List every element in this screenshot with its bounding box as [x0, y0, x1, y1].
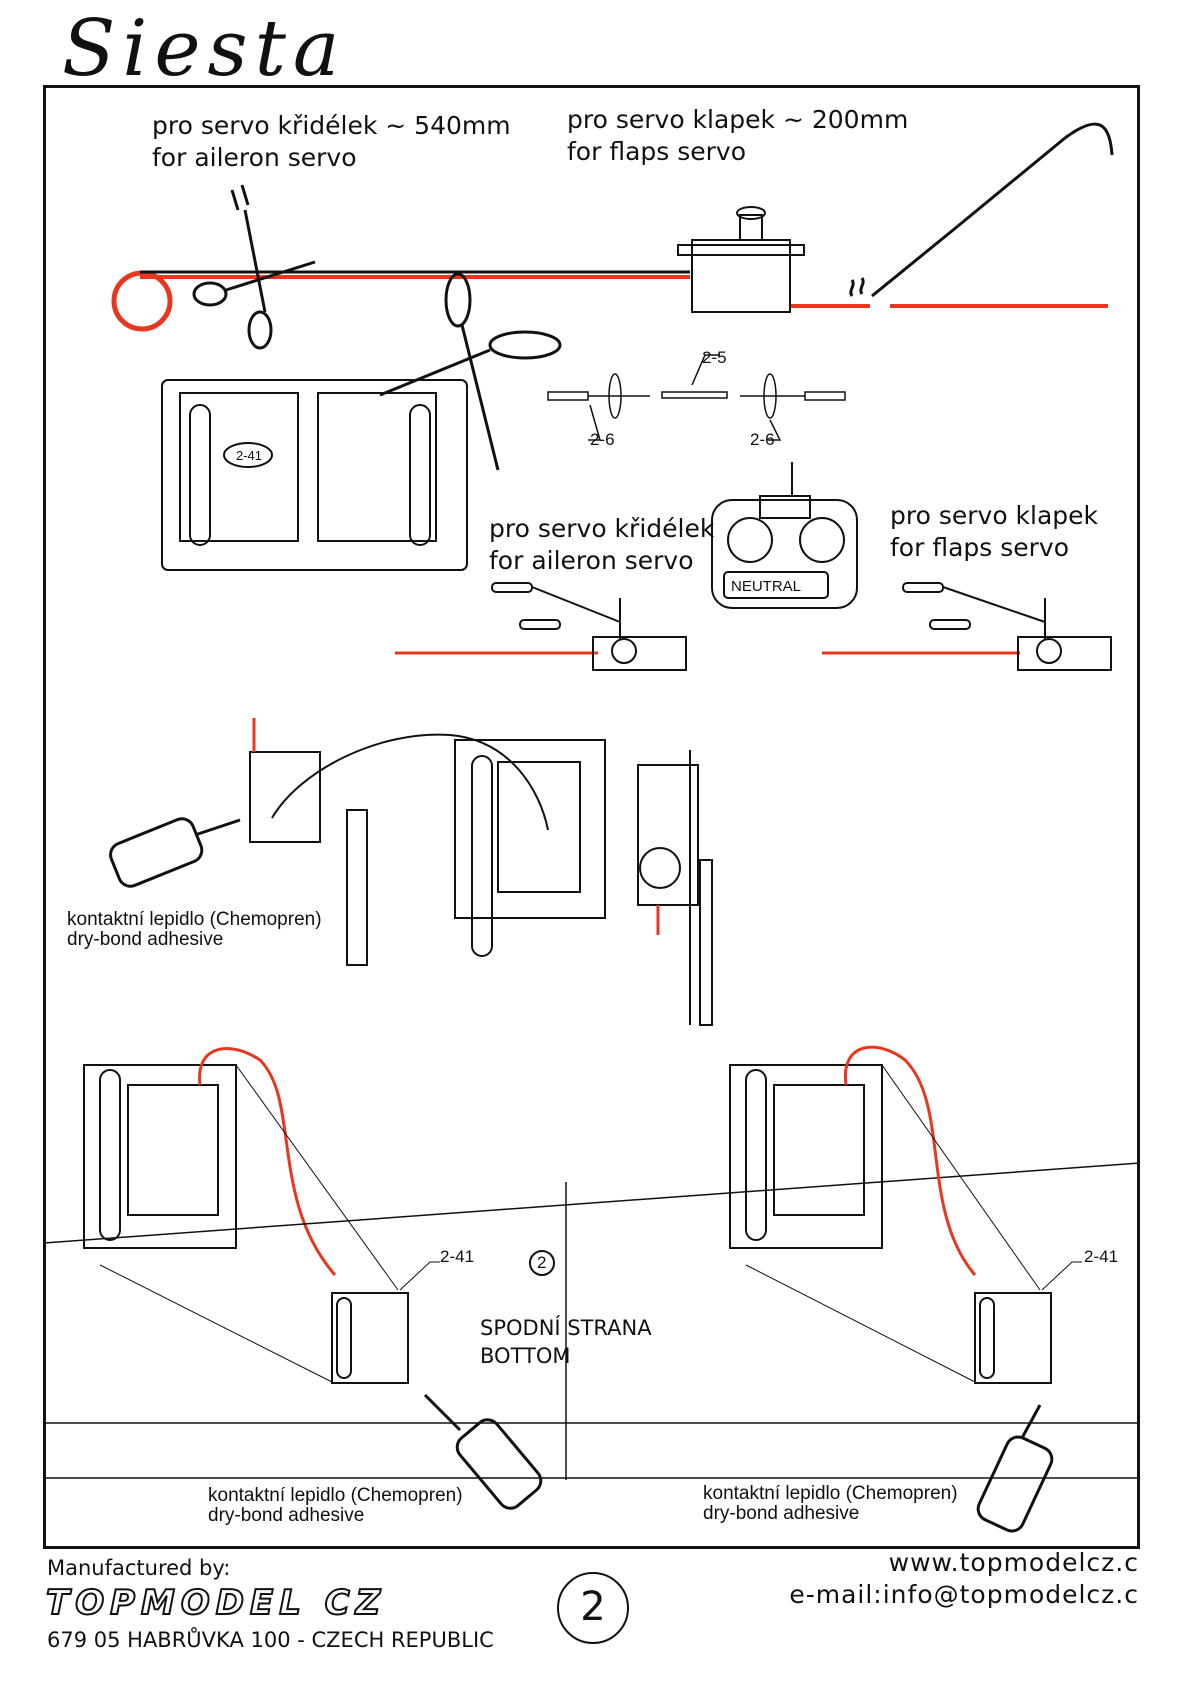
part-callout-clevis-right: 2-6 [750, 430, 775, 449]
servo-tray [161, 379, 468, 571]
servo-icon [677, 206, 805, 313]
glue-label-left-en: dry-bond adhesive [208, 1505, 365, 1526]
flaps-setup-label: pro servo klapek for flaps servo [890, 500, 1098, 564]
transmitter-neutral-label: NEUTRAL [731, 578, 802, 595]
glue-label-right: kontaktní lepidlo (Chemopren) dry-bond a… [703, 1484, 958, 1524]
aileron-cut-label-en: for aileron servo [152, 143, 357, 172]
part-label-cover: 2-41 [236, 448, 263, 463]
website-link[interactable]: www.topmodelcz.c [888, 1548, 1139, 1577]
page-title: Siesta [62, 4, 347, 94]
glue-label-top-en: dry-bond adhesive [67, 929, 224, 950]
bottom-side-label-cz: SPODNÍ STRANA [480, 1316, 652, 1340]
bottom-side-label-en: BOTTOM [480, 1344, 571, 1368]
part-callout-cover-right: 2-41 [1084, 1247, 1119, 1266]
page-number: 2 [557, 1572, 629, 1644]
glue-bottle-icon [109, 817, 241, 888]
aileron-setup-label-cz: pro servo křidélek [489, 514, 715, 543]
glue-label-right-en: dry-bond adhesive [703, 1503, 860, 1524]
glue-bottle-icon-right [976, 1404, 1054, 1533]
manufactured-by-label: Manufactured by: [47, 1556, 231, 1580]
glue-label-right-cz: kontaktní lepidlo (Chemopren) [703, 1483, 958, 1504]
instruction-frame [43, 85, 1140, 1549]
pushrod-assembly [547, 354, 846, 441]
aileron-servo-setup [395, 582, 687, 671]
aileron-cut-label: pro servo křidélek ~ 540mm for aileron s… [152, 110, 511, 174]
part-callout-clevis-left: 2-6 [590, 430, 615, 449]
glue-bottle-icon-left [423, 1393, 543, 1510]
scissors-icon [192, 184, 316, 350]
manufacturer-address: 679 05 HABRŮVKA 100 - CZECH REPUBLIC [47, 1628, 494, 1652]
email-link[interactable]: e-mail:info@topmodelcz.c [789, 1580, 1139, 1609]
topmodel-logo: TOPMODEL CZ [45, 1582, 387, 1624]
glue-label-top-cz: kontaktní lepidlo (Chemopren) [67, 909, 322, 930]
bottom-side-label: SPODNÍ STRANA BOTTOM [480, 1314, 652, 1370]
part-callout-cover-left: 2-41 [440, 1247, 475, 1266]
flaps-setup-label-en: for flaps servo [890, 533, 1070, 562]
wing-bottom-section [43, 1045, 1141, 1480]
scissors-large-icon [379, 272, 562, 471]
part-callout-pushrod: 2-5 [702, 348, 727, 367]
flaps-cut-label-cz: pro servo klapek ~ 200mm [567, 105, 909, 134]
flaps-cut-label: pro servo klapek ~ 200mm for flaps servo [567, 104, 908, 168]
glue-label-left: kontaktní lepidlo (Chemopren) dry-bond a… [208, 1486, 463, 1526]
aileron-setup-label: pro servo křidélek for aileron servo [489, 513, 714, 577]
aileron-cut-label-cz: pro servo křidélek ~ 540mm [152, 111, 511, 140]
glue-label-top: kontaktní lepidlo (Chemopren) dry-bond a… [67, 910, 322, 950]
flaps-setup-label-cz: pro servo klapek [890, 501, 1099, 530]
servo-extension-wire [111, 270, 1108, 332]
glue-label-left-cz: kontaktní lepidlo (Chemopren) [208, 1485, 463, 1506]
flaps-cut-label-en: for flaps servo [567, 137, 747, 166]
servo-mount-sequence [249, 718, 713, 1026]
soldering-iron-icon [849, 122, 1114, 298]
aileron-setup-label-en: for aileron servo [489, 546, 694, 575]
transmitter-icon [711, 462, 858, 609]
step-marker: 2 [537, 1253, 547, 1272]
flaps-servo-setup [822, 582, 1112, 671]
